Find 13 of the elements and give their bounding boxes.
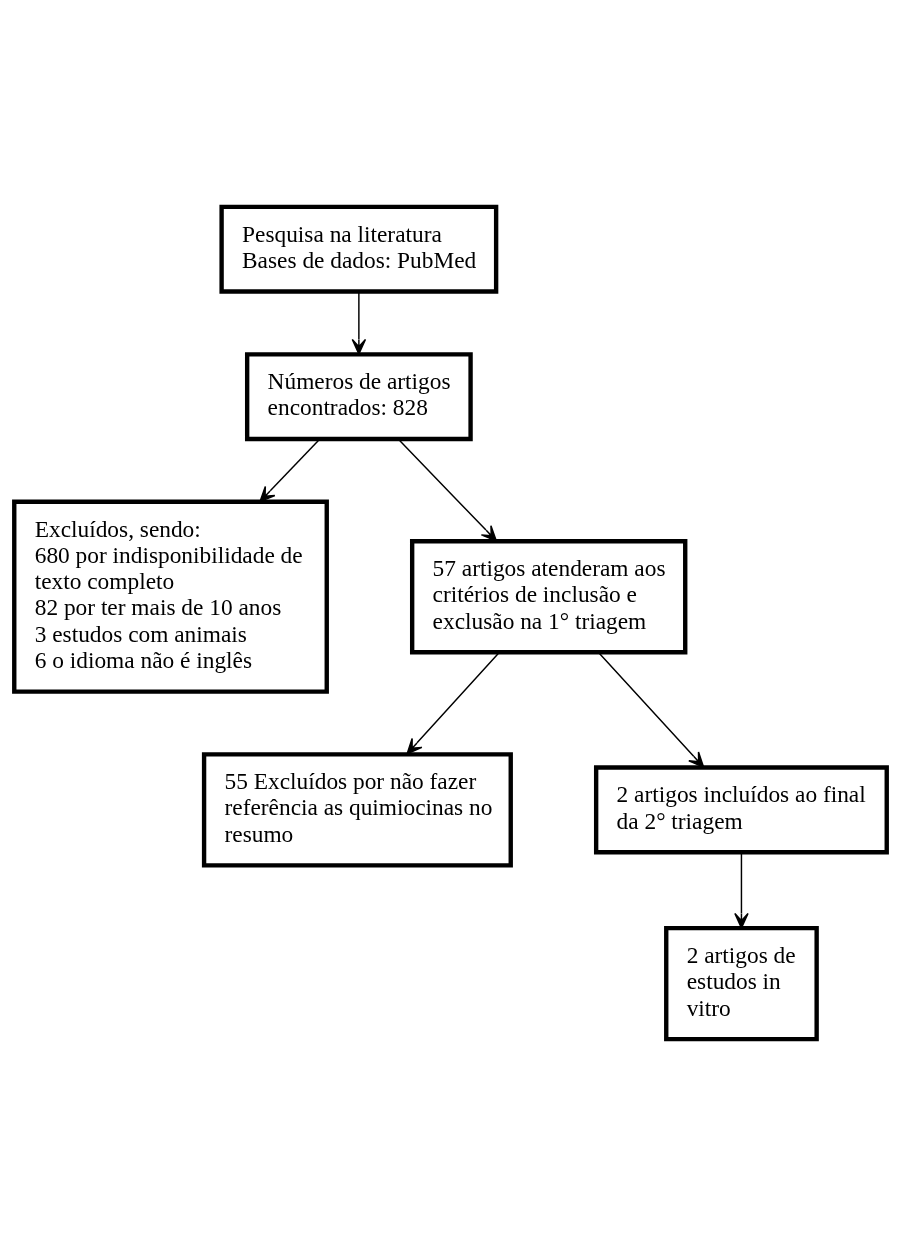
arrow <box>397 438 498 542</box>
node-box: Excluídos, sendo: 680 por indisponibilidade de texto completo 82 por ter mais de 10 anos 3 estudos com animais 6 o idioma não é inglês <box>12 499 329 694</box>
arrow <box>259 438 321 502</box>
arrow <box>597 651 705 768</box>
arrow <box>406 651 501 754</box>
node-box: Pesquisa na literatura Bases de dados: PubMed <box>219 204 499 294</box>
arrow <box>734 851 749 929</box>
node-box: 57 artigos atenderam aos critérios de inclusão e exclusão na 1° triagem <box>410 538 688 654</box>
arrow <box>351 290 367 355</box>
node-box: Números de artigos encontrados: 828 <box>245 351 473 441</box>
node-box: 2 artigos incluídos ao final da 2° triagem <box>593 764 889 854</box>
node-box: 2 artigos de estudos in vitro <box>664 925 819 1041</box>
node-box: 55 Excluídos por não fazer referência as quimiocinas no resumo <box>201 751 513 868</box>
